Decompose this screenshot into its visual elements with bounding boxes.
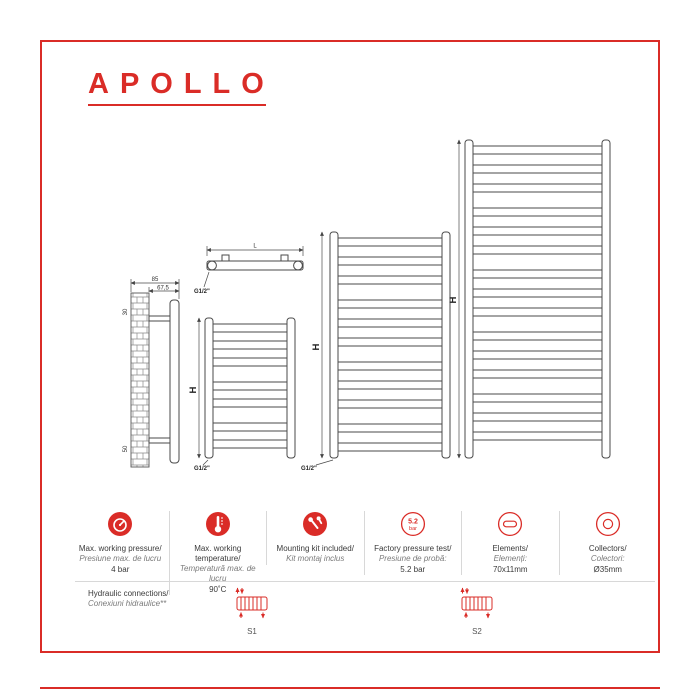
page-title: APOLLO (88, 68, 275, 100)
spec-item-pressure-test: 5.2 bar Factory pressure test/ Presiune … (363, 511, 462, 575)
dim-bracket-bottom: 50 (123, 445, 129, 452)
spec-label-ro: Elemenți: (493, 554, 527, 563)
page-frame (40, 40, 660, 653)
hydraulic-label-en: Hydraulic connections/ (88, 589, 169, 598)
dim-length-label: L (253, 244, 257, 250)
spec-item-elements: Elements/ Elemenți: 70x11mm (461, 511, 559, 575)
diagram-label: S2 (472, 627, 482, 636)
height-label-large: H (448, 296, 459, 303)
footer-rule (40, 687, 660, 689)
spec-value: 70x11mm (492, 565, 528, 574)
dim-bracket-top: 30 (123, 308, 129, 315)
spec-item-mounting-kit: Mounting kit included/ Kit montaj inclus (266, 511, 364, 565)
radiator-connection-schematic-icon (235, 587, 268, 619)
mounting-kit-icon (269, 511, 362, 541)
specs-divider-line (75, 581, 655, 582)
spec-label-ro: Temperatură max. de lucru (179, 564, 256, 583)
title-underline (88, 104, 266, 106)
radiator-connection-schematic-icon (460, 587, 493, 619)
hydraulic-label-ro: Conexiuni hidraulice** (88, 599, 167, 608)
spec-value: 5.2 bar (400, 565, 426, 574)
radiator-front-large: H (448, 139, 611, 459)
collector-icon (562, 511, 655, 541)
spec-label-en: Max. working temperature/ (194, 544, 242, 563)
spec-value: Ø35mm (593, 565, 622, 574)
height-label-medium: H (311, 343, 322, 350)
spec-item-max-temperature: Max. working temperature/ Temperatură ma… (168, 511, 267, 595)
spec-item-collectors: Collectors/ Colectori: Ø35mm (558, 511, 657, 575)
dim-depth-67-5: 67,5 (157, 286, 169, 292)
radiator-front-small: H G1/2" (188, 317, 296, 472)
radiator-top-view: L G1/2" (194, 244, 304, 295)
dim-depth-85: 85 (152, 277, 159, 283)
connection-label-topview: G1/2" (194, 289, 210, 295)
spec-item-max-pressure: Max. working pressure/ Presiune max. de … (72, 511, 169, 575)
spec-label-en: Max. working pressure/ (78, 544, 162, 553)
badge-value: 5.2 (408, 519, 418, 526)
radiator-side-view (148, 299, 180, 464)
element-profile-icon (464, 511, 557, 541)
spec-label-ro: Kit montaj inclus (286, 554, 345, 563)
technical-drawing: 85 67,5 30 50 L G1/2" (123, 139, 611, 472)
wall-section (130, 292, 150, 468)
connection-label-small: G1/2" (194, 466, 210, 472)
pressure-gauge-icon (74, 511, 167, 541)
spec-label-en: Elements/ (492, 544, 529, 553)
spec-value: 4 bar (111, 565, 130, 574)
hydraulic-connections-section: Hydraulic connections/ Conexiuni hidraul… (88, 587, 655, 641)
badge-unit: bar (409, 526, 417, 532)
depth-dimensions: 85 67,5 30 50 (123, 277, 180, 452)
pressure-test-badge-icon: 5.2 bar (367, 511, 460, 541)
connection-label-medium: G1/2" (301, 466, 317, 472)
diagram-label: S1 (247, 627, 257, 636)
spec-label-ro: Presiune max. de lucru (79, 554, 162, 563)
radiator-front-medium: H G1/2" (301, 231, 451, 472)
spec-label-en: Collectors/ (588, 544, 627, 553)
spec-label-ro: Colectori: (590, 554, 625, 563)
spec-label-en: Mounting kit included/ (276, 544, 354, 553)
spec-label-ro: Presiune de probă: (378, 554, 447, 563)
hydraulic-diagram-s2: S2 (457, 585, 497, 636)
height-label-small: H (188, 386, 199, 393)
spec-label-en: Factory pressure test/ (374, 544, 452, 553)
thermometer-icon (172, 511, 265, 541)
spec-value: 90˚C (209, 585, 227, 594)
hydraulic-diagram-s1: S1 (232, 585, 272, 636)
spec-row: Max. working pressure/ Presiune max. de … (72, 511, 656, 595)
